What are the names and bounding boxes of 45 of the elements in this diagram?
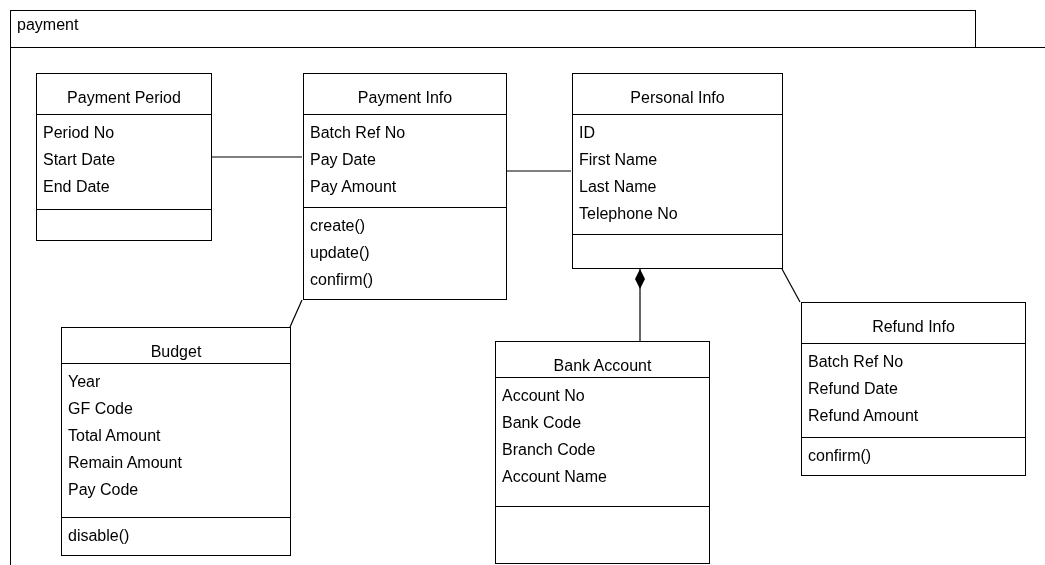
attribute-text: Account No (502, 386, 585, 406)
package-frame (10, 10, 1045, 565)
class-box (572, 73, 783, 269)
attribute-text: Batch Ref No (310, 123, 406, 143)
attribute-text: Remain Amount (68, 453, 182, 473)
attribute-text: Year (68, 372, 101, 392)
association-line (781, 268, 801, 303)
attribute-text: End Date (43, 177, 110, 197)
attribute-text: Last Name (579, 177, 657, 197)
class-box (801, 302, 1026, 476)
attribute-text: Period No (43, 123, 115, 143)
attribute-text: ID (579, 123, 595, 143)
attribute-text: Total Amount (68, 426, 161, 446)
method-text: update() (310, 243, 370, 263)
method-text: create() (310, 216, 366, 236)
attribute-text: Batch Ref No (808, 352, 904, 372)
class-name: Payment Info (357, 88, 453, 108)
attribute-text: Pay Code (68, 480, 139, 500)
attribute-text: Branch Code (502, 440, 596, 460)
attribute-text: First Name (579, 150, 658, 170)
attribute-text: Pay Date (310, 150, 376, 170)
class-box (61, 327, 291, 556)
association-line (289, 299, 303, 328)
attribute-text: Bank Code (502, 413, 582, 433)
attribute-text: GF Code (68, 399, 133, 419)
attribute-text: Refund Date (808, 379, 898, 399)
class-name: Refund Info (872, 317, 955, 337)
class-name: Budget (150, 342, 202, 362)
association-line (505, 170, 572, 172)
association-line (210, 156, 303, 158)
attribute-text: Telephone No (579, 204, 678, 224)
attribute-text: Pay Amount (310, 177, 397, 197)
method-text: confirm() (310, 270, 374, 290)
class-box (495, 341, 710, 564)
composition-line (635, 268, 645, 342)
attribute-text: Account Name (502, 467, 607, 487)
method-text: disable() (68, 526, 130, 546)
class-box (36, 73, 212, 241)
class-box (303, 73, 507, 300)
class-name: Bank Account (553, 356, 652, 376)
class-name: Personal Info (630, 88, 725, 108)
attribute-text: Refund Amount (808, 406, 919, 426)
class-name: Payment Period (67, 88, 181, 108)
method-text: confirm() (808, 446, 872, 466)
attribute-text: Start Date (43, 150, 116, 170)
